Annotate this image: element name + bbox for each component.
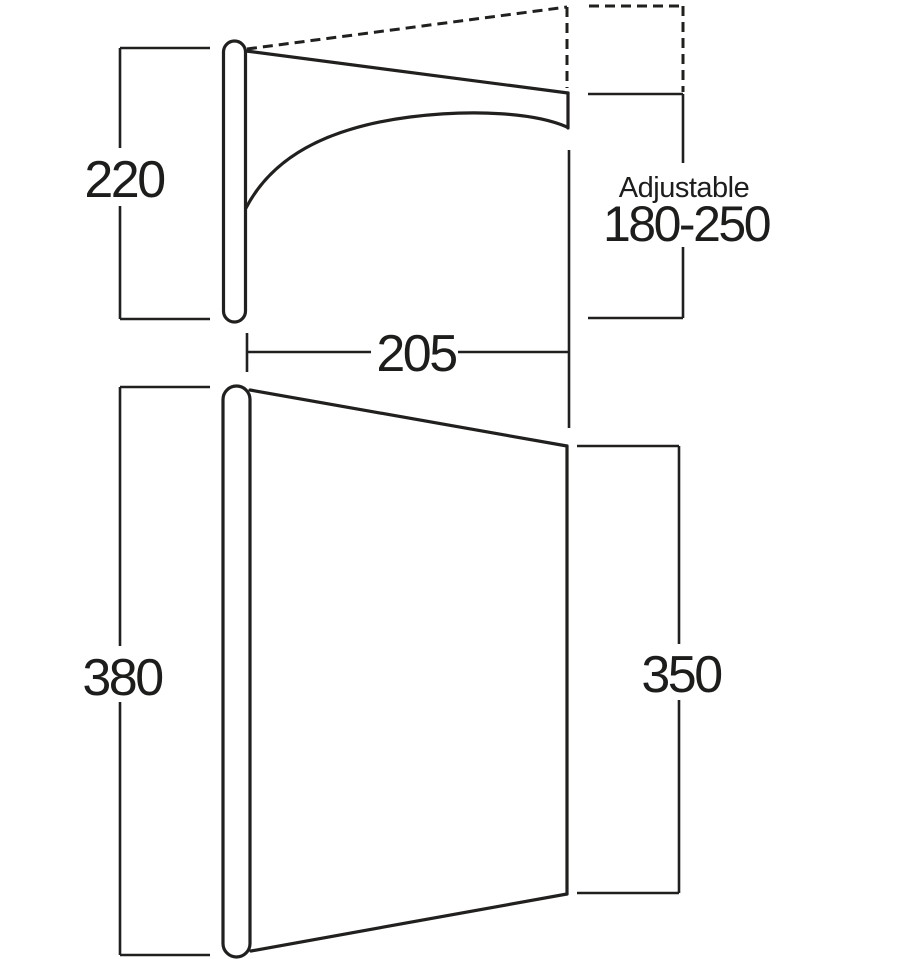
dim-adjustable-word: Adjustable	[619, 172, 749, 204]
dim-220-bracket: 220	[84, 46, 210, 321]
dim-205-bracket: 205	[245, 150, 571, 428]
dim-350-label: 350	[641, 646, 721, 704]
dim-380-label: 380	[82, 649, 162, 707]
canopy-top-edge	[244, 49, 570, 95]
dim-220-label: 220	[84, 151, 164, 209]
plan-top-edge	[248, 388, 569, 448]
dashed-top-edge	[246, 5, 568, 51]
side-view	[221, 4, 685, 324]
dim-adjustable-range: 180-250	[603, 196, 770, 252]
extended-position-dashed-outline	[246, 4, 685, 92]
canopy-profile	[244, 49, 570, 210]
dim-205-label: 205	[376, 325, 456, 383]
top-view-pole	[221, 384, 252, 959]
dim-350-bracket: 350	[577, 444, 724, 895]
dim-adjustable-bracket: Adjustable 180-250	[588, 92, 772, 320]
plan-bottom-edge	[249, 892, 569, 953]
side-view-pole	[221, 39, 248, 324]
dim-380-bracket: 380	[82, 385, 210, 957]
canopy-curved-underside	[244, 111, 569, 210]
top-view	[221, 384, 569, 959]
canopy-plan-outline	[248, 388, 569, 953]
